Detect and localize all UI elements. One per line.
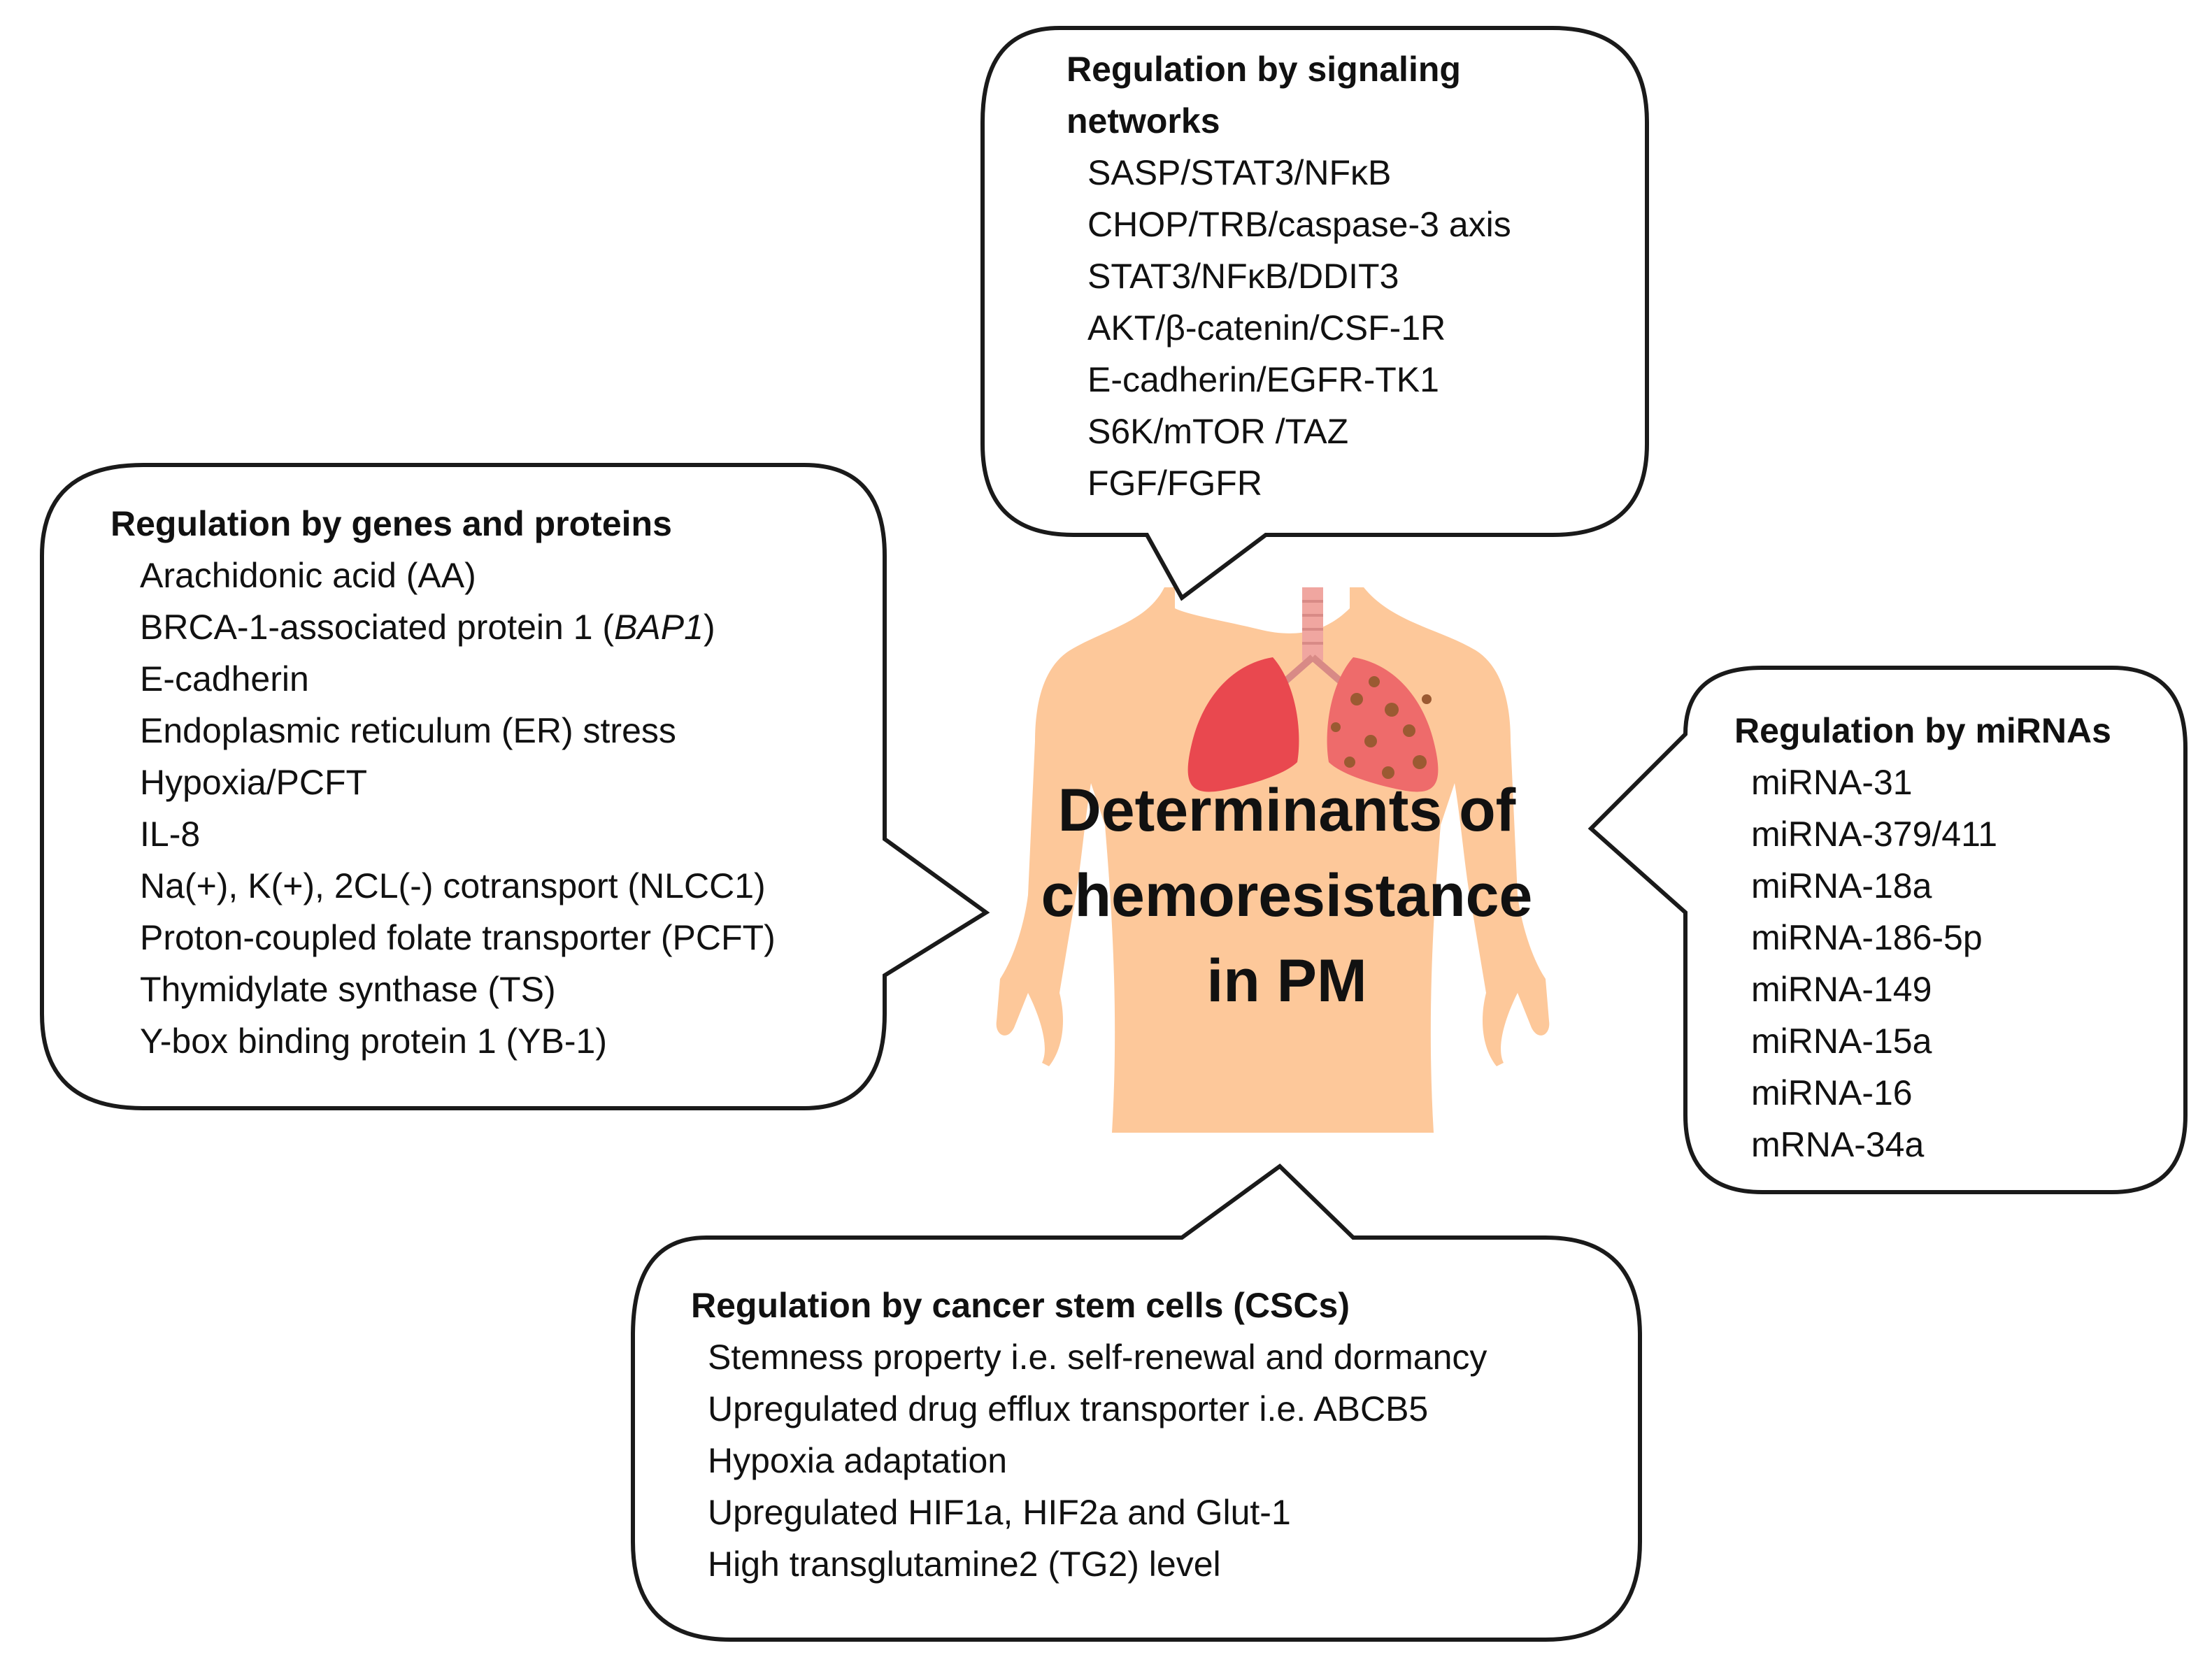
list-item: IL-8 [140,815,201,854]
list-item: miRNA-15a [1751,1022,1932,1061]
list-item: miRNA-379/411 [1751,815,1998,854]
list-item: SASP/STAT3/NFκB [1087,153,1392,192]
bubble-csc-outline [631,1163,1642,1642]
trachea [1302,587,1323,661]
list-item: AKT/β-catenin/CSF-1R [1087,308,1446,348]
bubble-title: Regulation by miRNAs [1734,711,2111,750]
tumor-nodules [1331,676,1432,779]
center-title-line: chemoresistance [1041,862,1533,929]
bubble-title: Regulation by genes and proteins [110,504,672,543]
list-item: mRNA-34a [1751,1125,1925,1164]
list-item-text: ) [703,608,715,647]
bubble-genes: Regulation by genes and proteins Arachid… [110,498,776,1067]
list-item: Proton-coupled folate transporter (PCFT) [140,918,776,957]
right-lung [1327,657,1439,792]
bubble-mirna: Regulation by miRNAs miRNA-31 miRNA-379/… [1734,705,2111,1170]
list-item: Hypoxia/PCFT [140,763,368,802]
bubble-title: Regulation by cancer stem cells (CSCs) [691,1286,1350,1325]
list-item: Arachidonic acid (AA) [140,556,476,595]
list-item: Stemness property i.e. self-renewal and … [708,1338,1487,1377]
left-lung [1187,657,1299,792]
list-item: STAT3/NFκB/DDIT3 [1087,257,1399,296]
bubble-genes-outline [40,463,990,1110]
bubble-csc: Regulation by cancer stem cells (CSCs) S… [691,1280,1487,1590]
list-item: Thymidylate synthase (TS) [140,970,556,1009]
bubble-signaling-outline [980,26,1649,601]
list-item: CHOP/TRB/caspase-3 axis [1087,205,1511,244]
center-title: Determinants of chemoresistance in PM [979,768,1594,1024]
list-item: Endoplasmic reticulum (ER) stress [140,711,676,750]
bubble-title: networks [1066,101,1220,141]
bubble-title: Regulation by signaling [1066,50,1461,89]
list-item: miRNA-18a [1751,866,1932,905]
bubble-mirna-outline [1587,666,2188,1194]
list-item: Upregulated HIF1a, HIF2a and Glut-1 [708,1493,1291,1532]
center-title-line: in PM [1206,947,1367,1015]
gene-name-italic: BAP1 [614,608,704,647]
list-item: miRNA-149 [1751,970,1932,1009]
list-item: Y-box binding protein 1 (YB-1) [140,1022,607,1061]
human-body-illustration [996,587,1550,1133]
center-title-line: Determinants of [1057,777,1516,844]
list-item: BRCA-1-associated protein 1 (BAP1) [110,601,776,653]
list-item: S6K/mTOR /TAZ [1087,412,1349,451]
list-item: E-cadherin/EGFR-TK1 [1087,360,1439,399]
list-item: Hypoxia adaptation [708,1441,1008,1480]
list-item: High transglutamine2 (TG2) level [708,1545,1221,1584]
list-item-text: BRCA-1-associated protein 1 ( [140,608,615,647]
list-item: miRNA-186-5p [1751,918,1983,957]
list-item: E-cadherin [140,659,309,699]
list-item: Na(+), K(+), 2CL(-) cotransport (NLCC1) [140,866,766,905]
list-item: miRNA-16 [1751,1073,1913,1112]
list-item: miRNA-31 [1751,763,1913,802]
bubble-signaling: Regulation by signaling networks SASP/ST… [1066,43,1511,509]
list-item: FGF/FGFR [1087,464,1262,503]
list-item: Upregulated drug efflux transporter i.e.… [708,1389,1429,1428]
